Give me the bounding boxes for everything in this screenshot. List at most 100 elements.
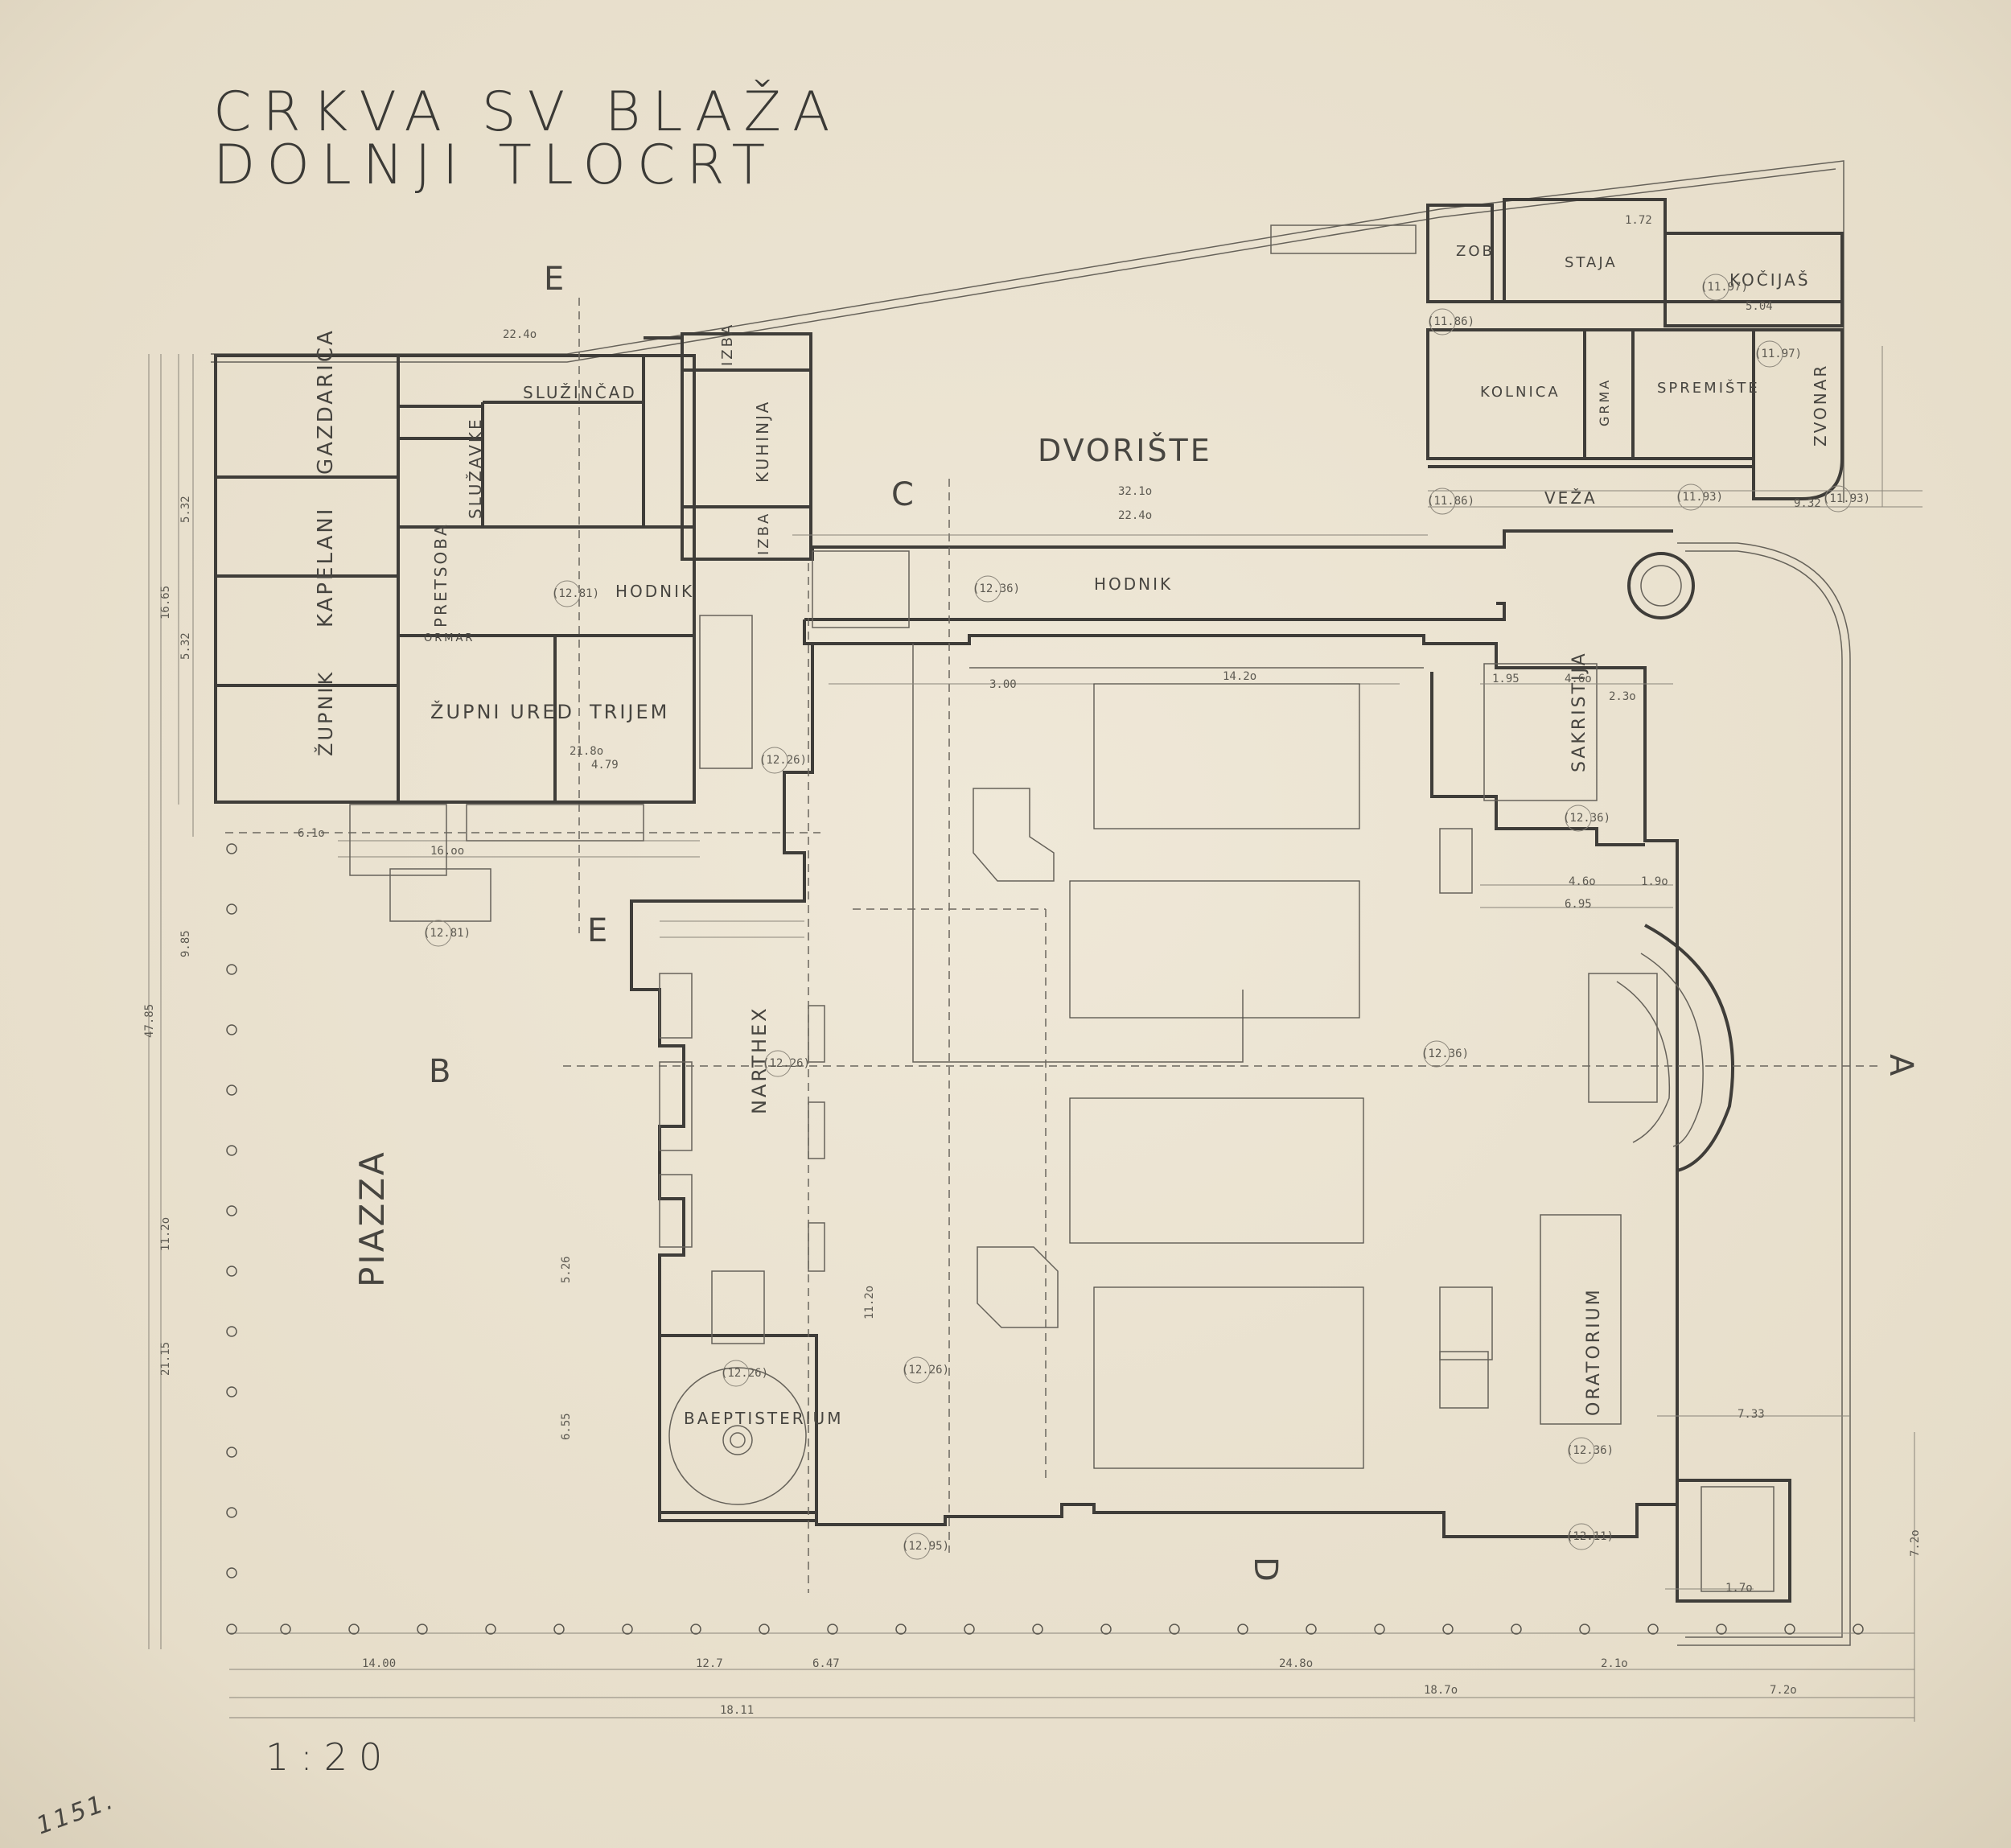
dimension-label: 6.47 [812, 1657, 840, 1670]
dimension-label: 11.2o [159, 1217, 172, 1251]
dimension-label: 4.6o [1569, 875, 1596, 888]
dimension-lines [148, 346, 1923, 1722]
level-marker: (11.97) [1754, 348, 1802, 360]
dimension-label: 5.26 [560, 1256, 573, 1283]
dimension-label: 1.7o [1725, 1582, 1753, 1595]
dimension-label: 9.85 [179, 930, 192, 957]
dimension-label: 16.65 [159, 586, 172, 619]
dimension-label: 6.95 [1565, 898, 1592, 911]
dimension-label: 6.1o [298, 827, 325, 840]
dimension-label: 5.04 [1746, 300, 1773, 313]
dimension-label: 16.oo [430, 845, 464, 858]
level-marker: (11.93) [1676, 491, 1723, 504]
dimension-label: 5.32 [179, 632, 192, 660]
dimension-label: 9.32 [1794, 497, 1821, 510]
dimension-label: 7.33 [1738, 1408, 1765, 1421]
dimension-label: 3.00 [989, 678, 1017, 691]
level-marker: (12.36) [1421, 1047, 1469, 1060]
room-hodnik-right: HODNIK [1094, 574, 1173, 594]
dimension-label: 32.1o [1118, 485, 1152, 498]
room-narthex: NARTHEX [748, 1006, 771, 1114]
section-mark-apse: C [891, 476, 916, 513]
dimension-label: 21.8o [570, 745, 603, 758]
room-labels: GAZDARICA KAPELANI ŽUPNIK SLUŽINČAD SLUŽ… [314, 243, 1830, 1428]
level-marker: (12.26) [721, 1367, 768, 1380]
level-marker: (11.93) [1823, 492, 1870, 505]
dimension-texts: 22.4o 32.1o 22.4o 14.2o 6.95 16.oo 6.1o … [143, 214, 1922, 1717]
dimension-label: 47.85 [143, 1004, 156, 1038]
dimension-label: 2.1o [1601, 1657, 1628, 1670]
dimension-label: 4.79 [591, 759, 619, 772]
room-veza: VEŽA [1544, 488, 1598, 508]
room-trijem: TRIJEM [589, 701, 669, 723]
dimension-label: 14.00 [362, 1657, 396, 1670]
room-sluzavke: SLUŽAVKE [466, 417, 485, 519]
dimension-label: 4.6o [1565, 673, 1592, 685]
dimension-label: 2.3o [1609, 690, 1636, 703]
dimension-label: 18.11 [720, 1704, 754, 1717]
dimension-label: 11.2o [863, 1286, 876, 1319]
level-marker: (12.95) [902, 1540, 949, 1553]
room-pretsoba: PRETSOBA [431, 522, 450, 628]
scale-label: 1:20 [265, 1735, 393, 1779]
room-kuhinja: KUHINJA [753, 400, 772, 483]
level-marker: (12.11) [1566, 1530, 1614, 1543]
dimension-label: 1.95 [1492, 673, 1520, 685]
room-izba-bottom: IZBA [755, 512, 772, 555]
dimension-label: 7.2o [1770, 1684, 1797, 1697]
section-mark-lower: D [1247, 1557, 1284, 1584]
dimension-label: 21.15 [159, 1342, 172, 1376]
title-line-1: CRKVA SV BLAŽA [213, 80, 841, 144]
dimension-label: 22.4o [1118, 509, 1152, 522]
level-marker: (11.97) [1701, 281, 1748, 294]
room-dvoriste: DVORIŠTE [1038, 433, 1212, 468]
dimension-label: 22.4o [503, 328, 537, 341]
section-mark-top: E [544, 261, 566, 298]
title-line-2: DOLNJI TLOCRT [213, 134, 776, 197]
room-staja: STAJA [1565, 254, 1618, 271]
dimension-label: 18.7o [1424, 1684, 1458, 1697]
section-marks: E E B A C D [429, 261, 1919, 1584]
level-marker: (12.36) [973, 582, 1020, 595]
room-baeptisterium: BAEPTISTERIUM [684, 1409, 843, 1428]
room-zupnik: ŽUPNIK [314, 670, 337, 756]
room-oratorium: ORATORIUM [1584, 1287, 1604, 1416]
dimension-label: 1.72 [1625, 214, 1652, 227]
room-zvonar: ZVONAR [1811, 364, 1830, 447]
level-marker: (12.26) [902, 1364, 949, 1377]
dimension-label: 24.8o [1279, 1657, 1313, 1670]
piazza-posts [226, 843, 1864, 1635]
room-piazza: PIAZZA [352, 1150, 392, 1287]
room-izba-top: IZBA [719, 323, 736, 366]
building-outline [211, 160, 1851, 1646]
level-marker: (12.26) [763, 1057, 810, 1070]
dimension-label: 6.55 [560, 1413, 573, 1440]
level-marker: (11.86) [1427, 315, 1474, 328]
level-marker: (11.86) [1427, 495, 1474, 508]
dimension-label: 1.9o [1641, 875, 1668, 888]
level-markers: (12.36) (12.81) (12.81) (12.26) (12.26) … [423, 274, 1870, 1560]
section-mark-bottom: E [587, 912, 610, 949]
section-lines [225, 298, 1882, 1593]
level-marker: (12.81) [552, 587, 599, 600]
room-zupni-ured: ŽUPNI URED [430, 700, 574, 723]
level-marker: (12.36) [1566, 1444, 1614, 1457]
room-sakristija: SAKRISTIJA [1569, 651, 1589, 772]
section-mark-right: A [1882, 1054, 1919, 1078]
room-gazdarica: GAZDARICA [314, 328, 338, 475]
level-marker: (12.36) [1563, 812, 1610, 825]
dimension-label: 14.2o [1223, 670, 1256, 683]
stairs [349, 224, 1417, 1344]
room-hodnik-left: HODNIK [615, 582, 694, 601]
room-grma: GRMA [1597, 378, 1612, 426]
room-zob: ZOB [1456, 243, 1495, 260]
dimension-label: 12.7 [696, 1657, 723, 1670]
dimension-label: 7.2o [1909, 1529, 1922, 1557]
room-kapelani: KAPELANI [314, 507, 338, 628]
room-sluzincad: SLUŽINČAD [523, 383, 637, 402]
room-spremiste: SPREMIŠTE [1657, 379, 1760, 397]
room-ormar: ORMAR [424, 632, 475, 644]
room-kolnica: KOLNICA [1480, 384, 1561, 401]
